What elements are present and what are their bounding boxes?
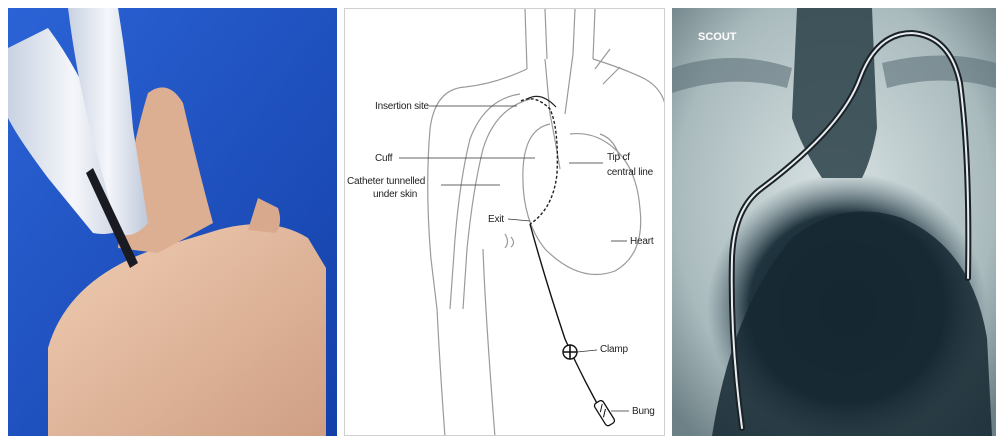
- label-tip-1: Tip cf: [607, 152, 630, 163]
- insertion-photo: [8, 8, 337, 436]
- bung-icon: [593, 399, 615, 426]
- catheter-tunnelled-path: [521, 99, 557, 224]
- body-outline: [428, 9, 665, 436]
- xray-scout-panel: SCOUT: [672, 8, 996, 436]
- label-cuff: Cuff: [375, 153, 393, 164]
- leader-lines: [399, 106, 629, 411]
- label-exit: Exit: [488, 214, 504, 225]
- label-tip-2: central line: [607, 167, 654, 178]
- label-catheter-tunnelled-2: under skin: [373, 189, 417, 200]
- xray-scout-label: SCOUT: [698, 31, 737, 43]
- label-bung: Bung: [632, 406, 655, 417]
- label-clamp: Clamp: [600, 344, 629, 355]
- insertion-photo-panel: [8, 8, 337, 436]
- clamp-icon: [563, 345, 577, 359]
- label-insertion-site: Insertion site: [375, 101, 430, 112]
- catheter-diagram-panel: Insertion site Cuff Catheter tunnelled u…: [344, 8, 665, 436]
- catheter-diagram: Insertion site Cuff Catheter tunnelled u…: [345, 9, 665, 436]
- label-heart: Heart: [630, 236, 654, 247]
- catheter-external-line: [530, 224, 603, 414]
- xray-scout-image: SCOUT: [672, 8, 996, 436]
- label-catheter-tunnelled-1: Catheter tunnelled: [347, 176, 425, 187]
